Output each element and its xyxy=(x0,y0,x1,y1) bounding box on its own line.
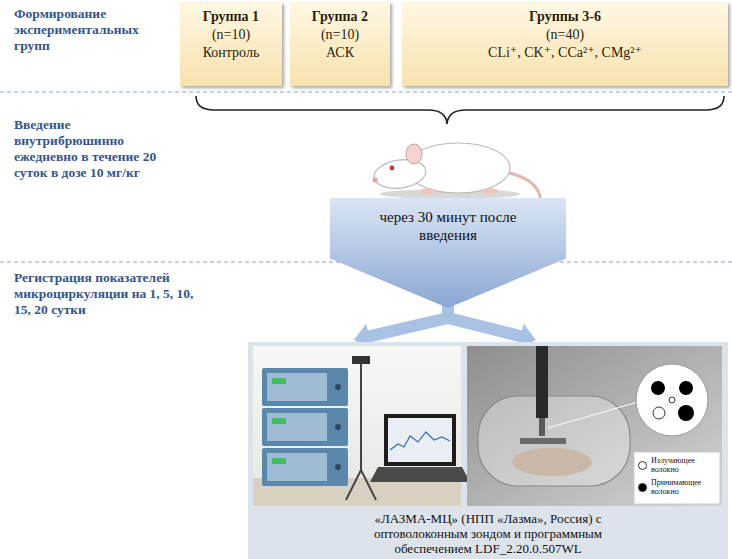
legend-text: Излучающее волокно xyxy=(651,456,718,474)
group-title: Группы 3-6 xyxy=(406,8,724,26)
group-box: Группа 1(n=10)Контроль xyxy=(180,2,282,86)
group-name: АСК xyxy=(294,44,386,62)
group-box: Группа 2(n=10)АСК xyxy=(290,2,390,86)
legend-item: Принимающее волокно xyxy=(638,478,718,496)
legend-swatch xyxy=(638,483,647,492)
group-brace xyxy=(196,96,724,124)
group-size: (n=40) xyxy=(406,26,724,44)
arrow-label: через 30 минут после введения xyxy=(373,198,523,244)
legend-text: Принимающее волокно xyxy=(651,478,718,496)
fiber-legend: Излучающее волокноПринимающее волокно xyxy=(638,456,718,500)
group-size: (n=10) xyxy=(184,26,278,44)
device-photo xyxy=(253,346,470,506)
group-title: Группа 1 xyxy=(184,8,278,26)
connector-line xyxy=(448,318,520,336)
step-label: Формирование экспериментальных групп xyxy=(14,6,174,54)
equipment-panel: «ЛАЗМА-МЦ» (НПП «Лазма», Россия) с оптов… xyxy=(248,342,728,559)
dashed-divider xyxy=(0,91,732,92)
group-box: Группы 3-6(n=40)CLi⁺, CK⁺, CCa²⁺, CMg²⁺ xyxy=(402,2,728,86)
step-label: Регистрация показателей микроциркуляции … xyxy=(14,270,204,318)
group-name: Контроль xyxy=(184,44,278,62)
group-title: Группа 2 xyxy=(294,8,386,26)
legend-item: Излучающее волокно xyxy=(638,456,718,474)
arrow-body xyxy=(330,198,566,308)
rat-illustration xyxy=(372,143,540,206)
legend-swatch xyxy=(638,461,647,470)
probe-photo xyxy=(467,346,722,506)
connector-line xyxy=(369,318,448,336)
equipment-caption: «ЛАЗМА-МЦ» (НПП «Лазма», Россия) с оптов… xyxy=(354,511,622,556)
group-name: CLi⁺, CK⁺, CCa²⁺, CMg²⁺ xyxy=(406,44,724,62)
timing-arrow: через 30 минут после введения xyxy=(330,198,566,308)
group-size: (n=10) xyxy=(294,26,386,44)
step-label: Введение внутрибрюшинно ежедневно в тече… xyxy=(14,117,182,181)
